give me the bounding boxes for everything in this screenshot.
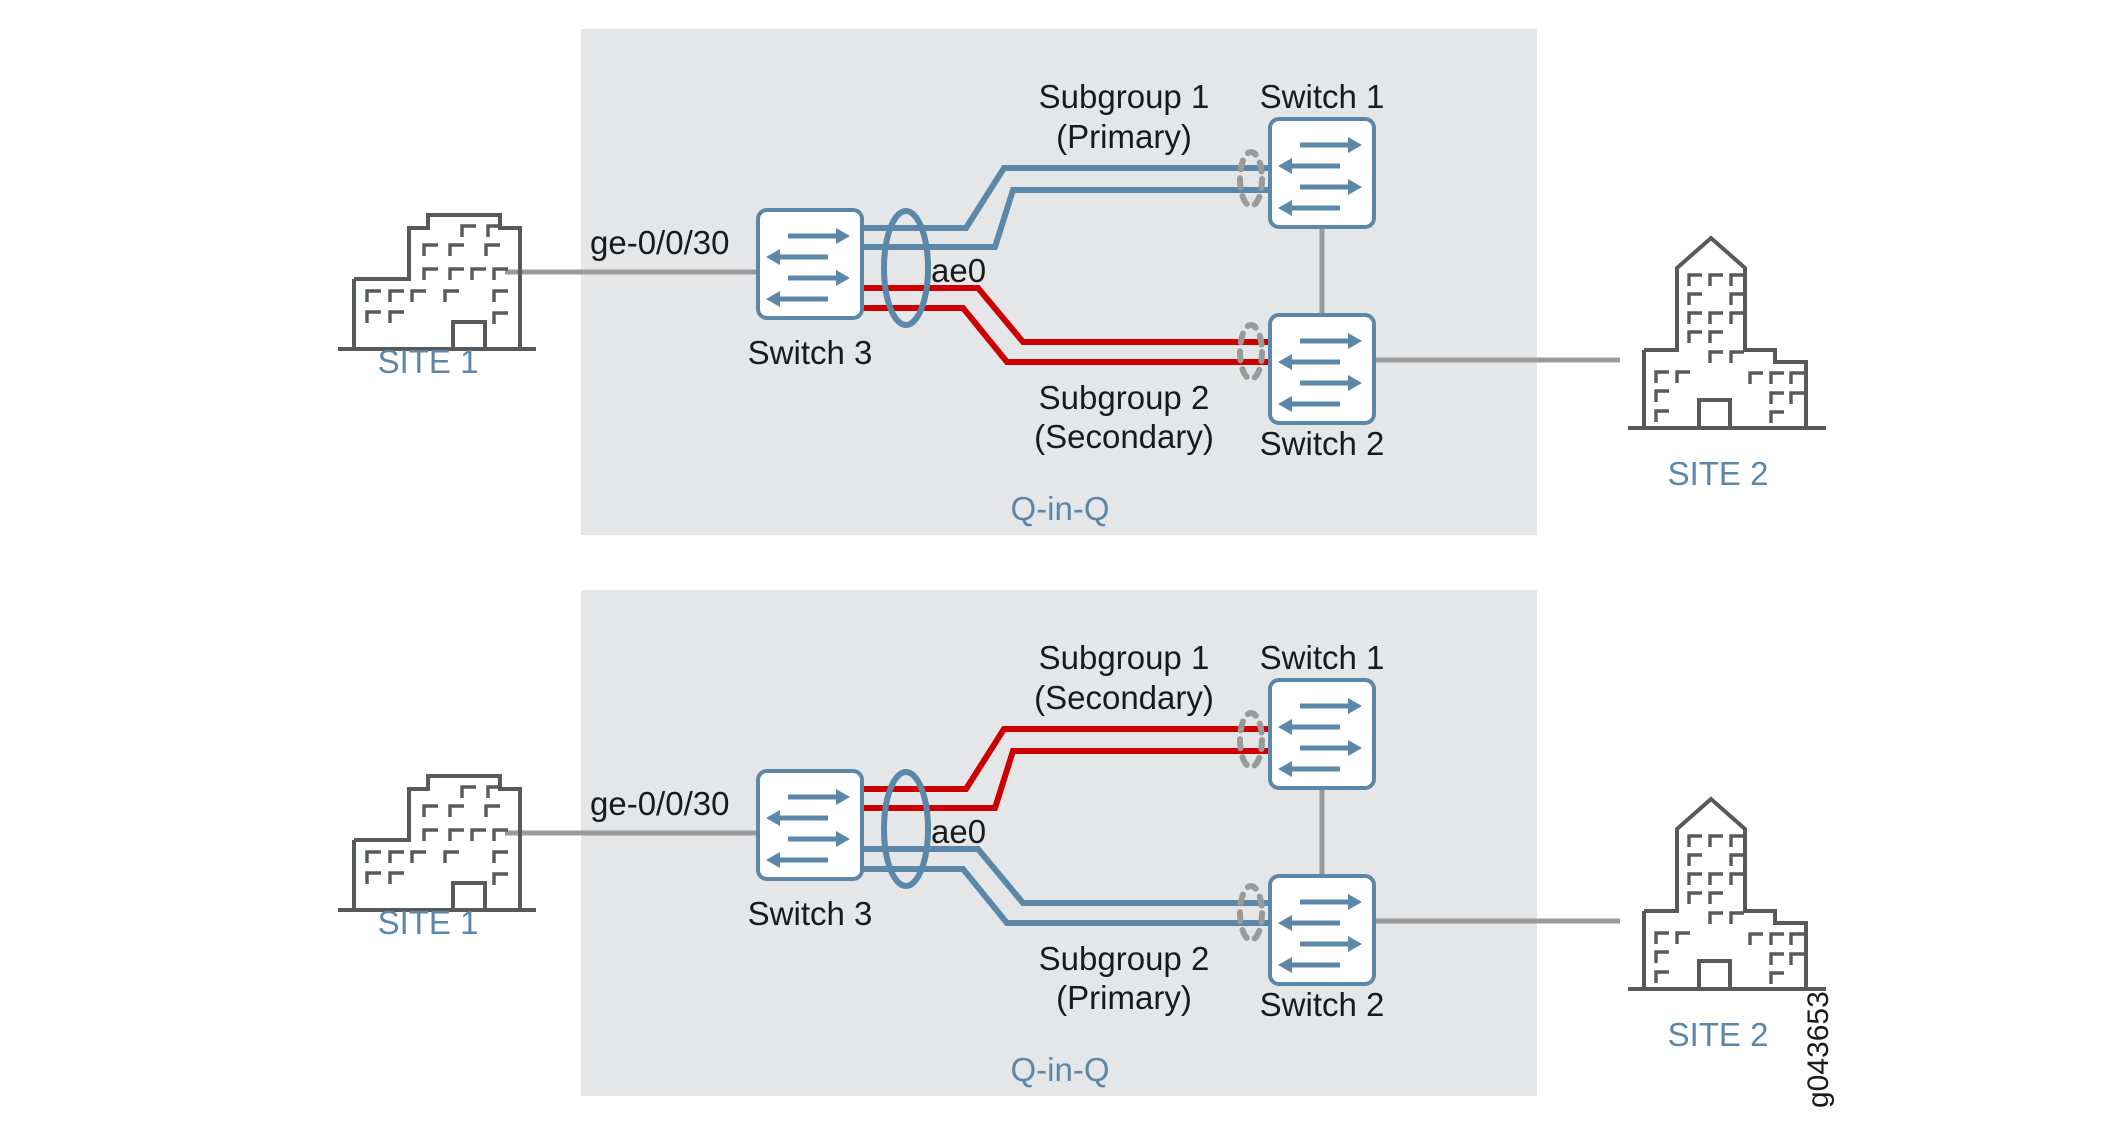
bottom-site1-label: SITE 1	[378, 904, 479, 941]
top-subgroup2-links	[855, 285, 1270, 365]
bottom-ae0-bundle-ellipse	[881, 769, 931, 889]
bottom-switch3-icon	[758, 771, 862, 879]
top-subgroup2-name: Subgroup 2	[1039, 379, 1210, 416]
top-panel: ge-0/0/30 ae0 Subgroup 1 (Primary) Subgr…	[336, 29, 1828, 535]
top-switch3-label: Switch 3	[748, 334, 873, 371]
top-switch2-icon	[1270, 315, 1374, 423]
top-ae0-label: ae0	[931, 252, 986, 289]
top-site2-label: SITE 2	[1668, 455, 1769, 492]
bottom-site1-building	[336, 774, 538, 912]
bottom-switch2-icon	[1270, 876, 1374, 984]
bottom-ae0-label: ae0	[931, 813, 986, 850]
bottom-qinq-label: Q-in-Q	[1011, 1051, 1110, 1088]
top-site2-building	[1626, 236, 1828, 430]
bottom-site2-building	[1626, 797, 1828, 991]
top-site1-label: SITE 1	[378, 343, 479, 380]
bottom-panel: ge-0/0/30 ae0 Subgroup 1 (Secondary) Sub…	[336, 590, 1828, 1096]
top-subgroup1-role: (Primary)	[1056, 118, 1192, 155]
figure-id-code: g043653	[1802, 991, 1835, 1108]
bottom-subgroup1-name: Subgroup 1	[1039, 639, 1210, 676]
top-switch1-icon	[1270, 119, 1374, 227]
bottom-subgroup1-role: (Secondary)	[1034, 679, 1214, 716]
bottom-switch1-label: Switch 1	[1260, 639, 1385, 676]
bottom-switch1-icon	[1270, 680, 1374, 788]
bottom-panel-background	[581, 590, 1537, 1096]
top-subgroup2-role: (Secondary)	[1034, 418, 1214, 455]
top-switch3-icon	[758, 210, 862, 318]
top-interface-label: ge-0/0/30	[590, 224, 729, 261]
top-panel-background	[581, 29, 1537, 535]
top-subgroup1-name: Subgroup 1	[1039, 78, 1210, 115]
top-site1-building	[336, 213, 538, 351]
bottom-switch2-label: Switch 2	[1260, 986, 1385, 1023]
top-qinq-label: Q-in-Q	[1011, 490, 1110, 527]
bottom-site2-label: SITE 2	[1668, 1016, 1769, 1053]
bottom-switch3-label: Switch 3	[748, 895, 873, 932]
top-switch1-label: Switch 1	[1260, 78, 1385, 115]
top-ae0-bundle-ellipse	[881, 208, 931, 328]
bottom-subgroup2-role: (Primary)	[1056, 979, 1192, 1016]
top-switch2-label: Switch 2	[1260, 425, 1385, 462]
bottom-interface-label: ge-0/0/30	[590, 785, 729, 822]
bottom-subgroup2-links	[855, 846, 1270, 926]
bottom-subgroup2-name: Subgroup 2	[1039, 940, 1210, 977]
